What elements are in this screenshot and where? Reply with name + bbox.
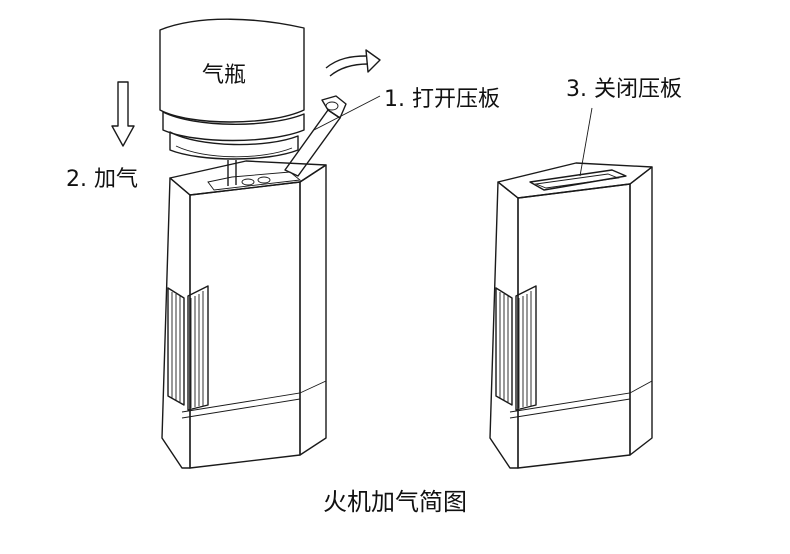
step-refill-label: 2. 加气	[66, 167, 138, 192]
press-plate-lever	[284, 95, 347, 177]
diagram-caption: 火机加气简图	[323, 488, 467, 516]
step-close-plate-label: 3. 关闭压板	[566, 77, 682, 102]
step-open-plate-label: 1. 打开压板	[384, 87, 500, 112]
lighter-open	[161, 160, 327, 469]
gas-bottle	[159, 18, 305, 160]
grip-ridges-left	[167, 285, 209, 411]
lighter-closed	[489, 162, 653, 469]
open-direction-arrow	[325, 49, 381, 77]
close-plate-leader-line	[579, 107, 593, 177]
grip-ridges-right	[495, 285, 537, 411]
open-plate-leader-line	[313, 95, 381, 131]
bottle-label: 气瓶	[202, 63, 246, 88]
refill-down-arrow	[111, 81, 135, 147]
